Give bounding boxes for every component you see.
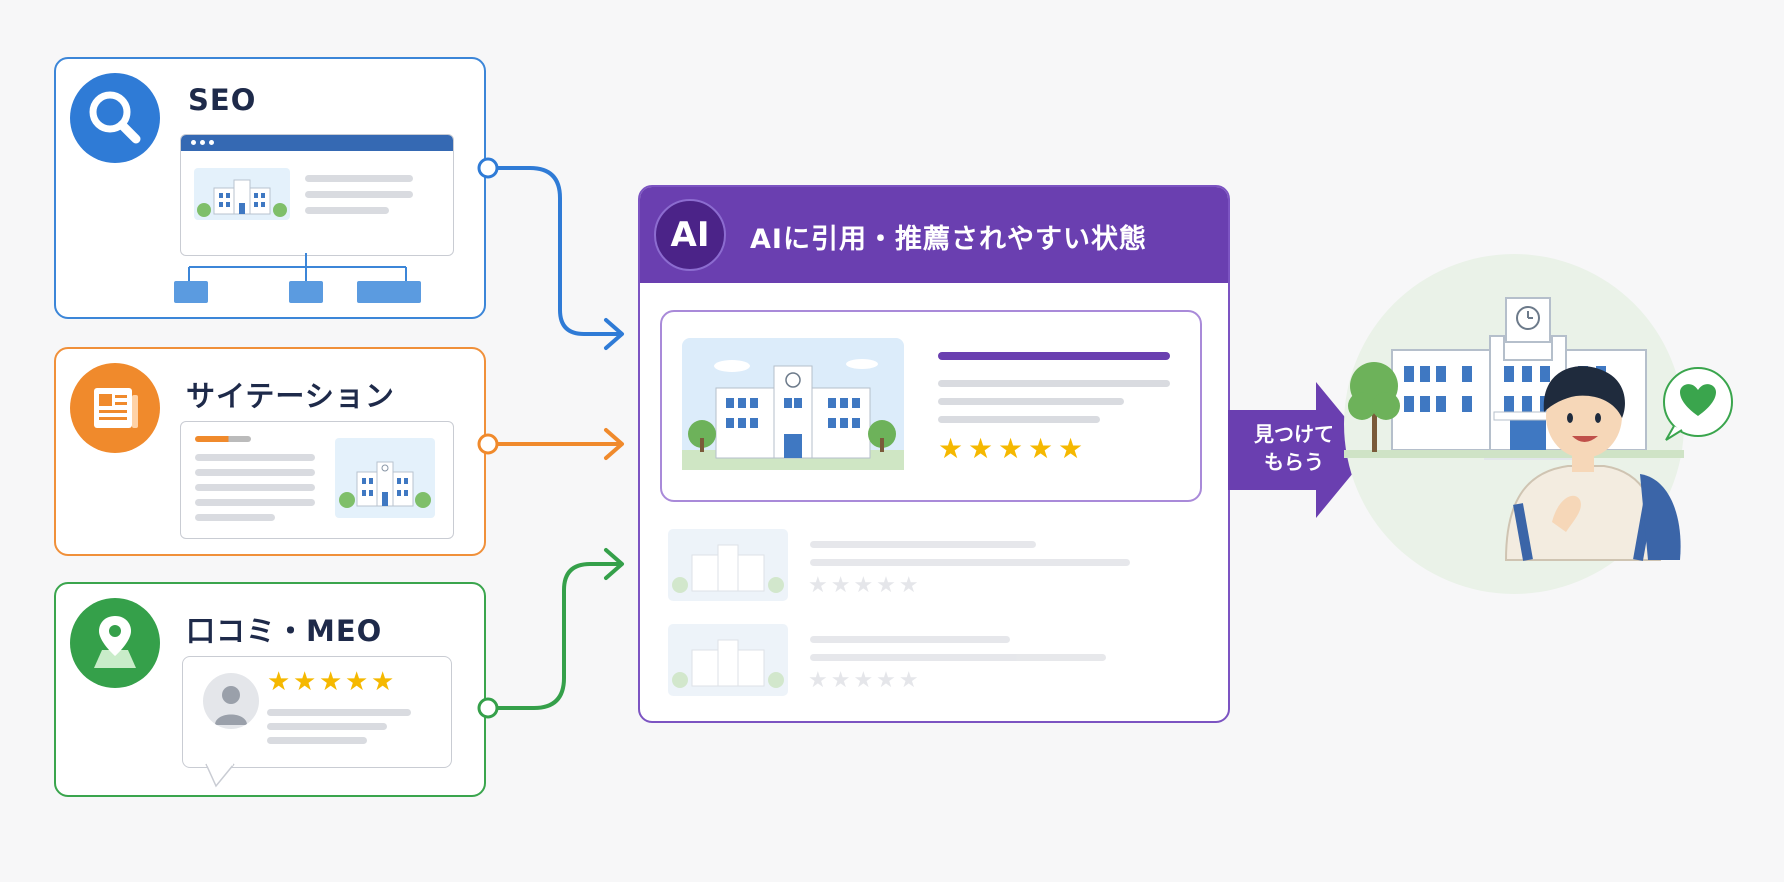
faded-school-image [668, 529, 788, 601]
faded-result-2: ★★★★★ [668, 624, 1208, 700]
reviews-card: 口コミ・MEO ★ ★ ★ ★ ★ [54, 582, 486, 797]
find-arrow [1228, 382, 1372, 518]
school-thumbnail [335, 438, 435, 518]
seo-card: SEO [54, 57, 486, 319]
review-bubble: ★ ★ ★ ★ ★ [182, 656, 452, 768]
faded-school-image [668, 624, 788, 696]
find-arrow-label: 見つけて もらう [1254, 422, 1334, 474]
rating-star-icon: ★ [968, 432, 994, 465]
map-pin-icon [70, 598, 160, 688]
rating-star-icon: ★ [1058, 432, 1084, 465]
rating-star-icon: ★ [938, 432, 964, 465]
browser-titlebar [181, 135, 453, 151]
search-icon [70, 73, 160, 163]
sitemap-tree [174, 253, 421, 303]
bubble-tail [205, 762, 235, 788]
browser-window [180, 134, 454, 256]
user-avatar-icon [203, 673, 259, 729]
ai-badge-text: AI [670, 215, 710, 255]
citation-title: サイテーション [186, 379, 395, 413]
seo-title: SEO [188, 83, 257, 117]
faded-stars: ★★★★★ [808, 573, 922, 598]
school-image [682, 338, 904, 470]
newspaper-icon-glyph [94, 388, 138, 428]
ai-panel: AI AIに引用・推薦されやすい状態 [638, 185, 1230, 723]
search-icon-glyph [89, 91, 141, 144]
ai-panel-title: AIに引用・推薦されやすい状態 [750, 224, 1147, 255]
article-mockup [180, 421, 454, 539]
featured-result: ★★★★★ [660, 310, 1202, 502]
rating-star-icon: ★ [1028, 432, 1054, 465]
ai-panel-header: AI AIに引用・推薦されやすい状態 [640, 187, 1228, 283]
faded-stars: ★★★★★ [808, 668, 922, 693]
faded-result-1: ★★★★★ [668, 529, 1208, 605]
student-scene [1344, 254, 1733, 594]
heart-icon [1680, 384, 1716, 416]
newspaper-icon [70, 363, 160, 453]
reviews-title: 口コミ・MEO [186, 614, 383, 648]
rating-star-icon: ★ [998, 432, 1024, 465]
citation-card: サイテーション [54, 347, 486, 556]
map-pin-icon-glyph [94, 616, 136, 668]
ai-badge: AI [654, 199, 726, 271]
school-thumbnail [194, 168, 290, 220]
